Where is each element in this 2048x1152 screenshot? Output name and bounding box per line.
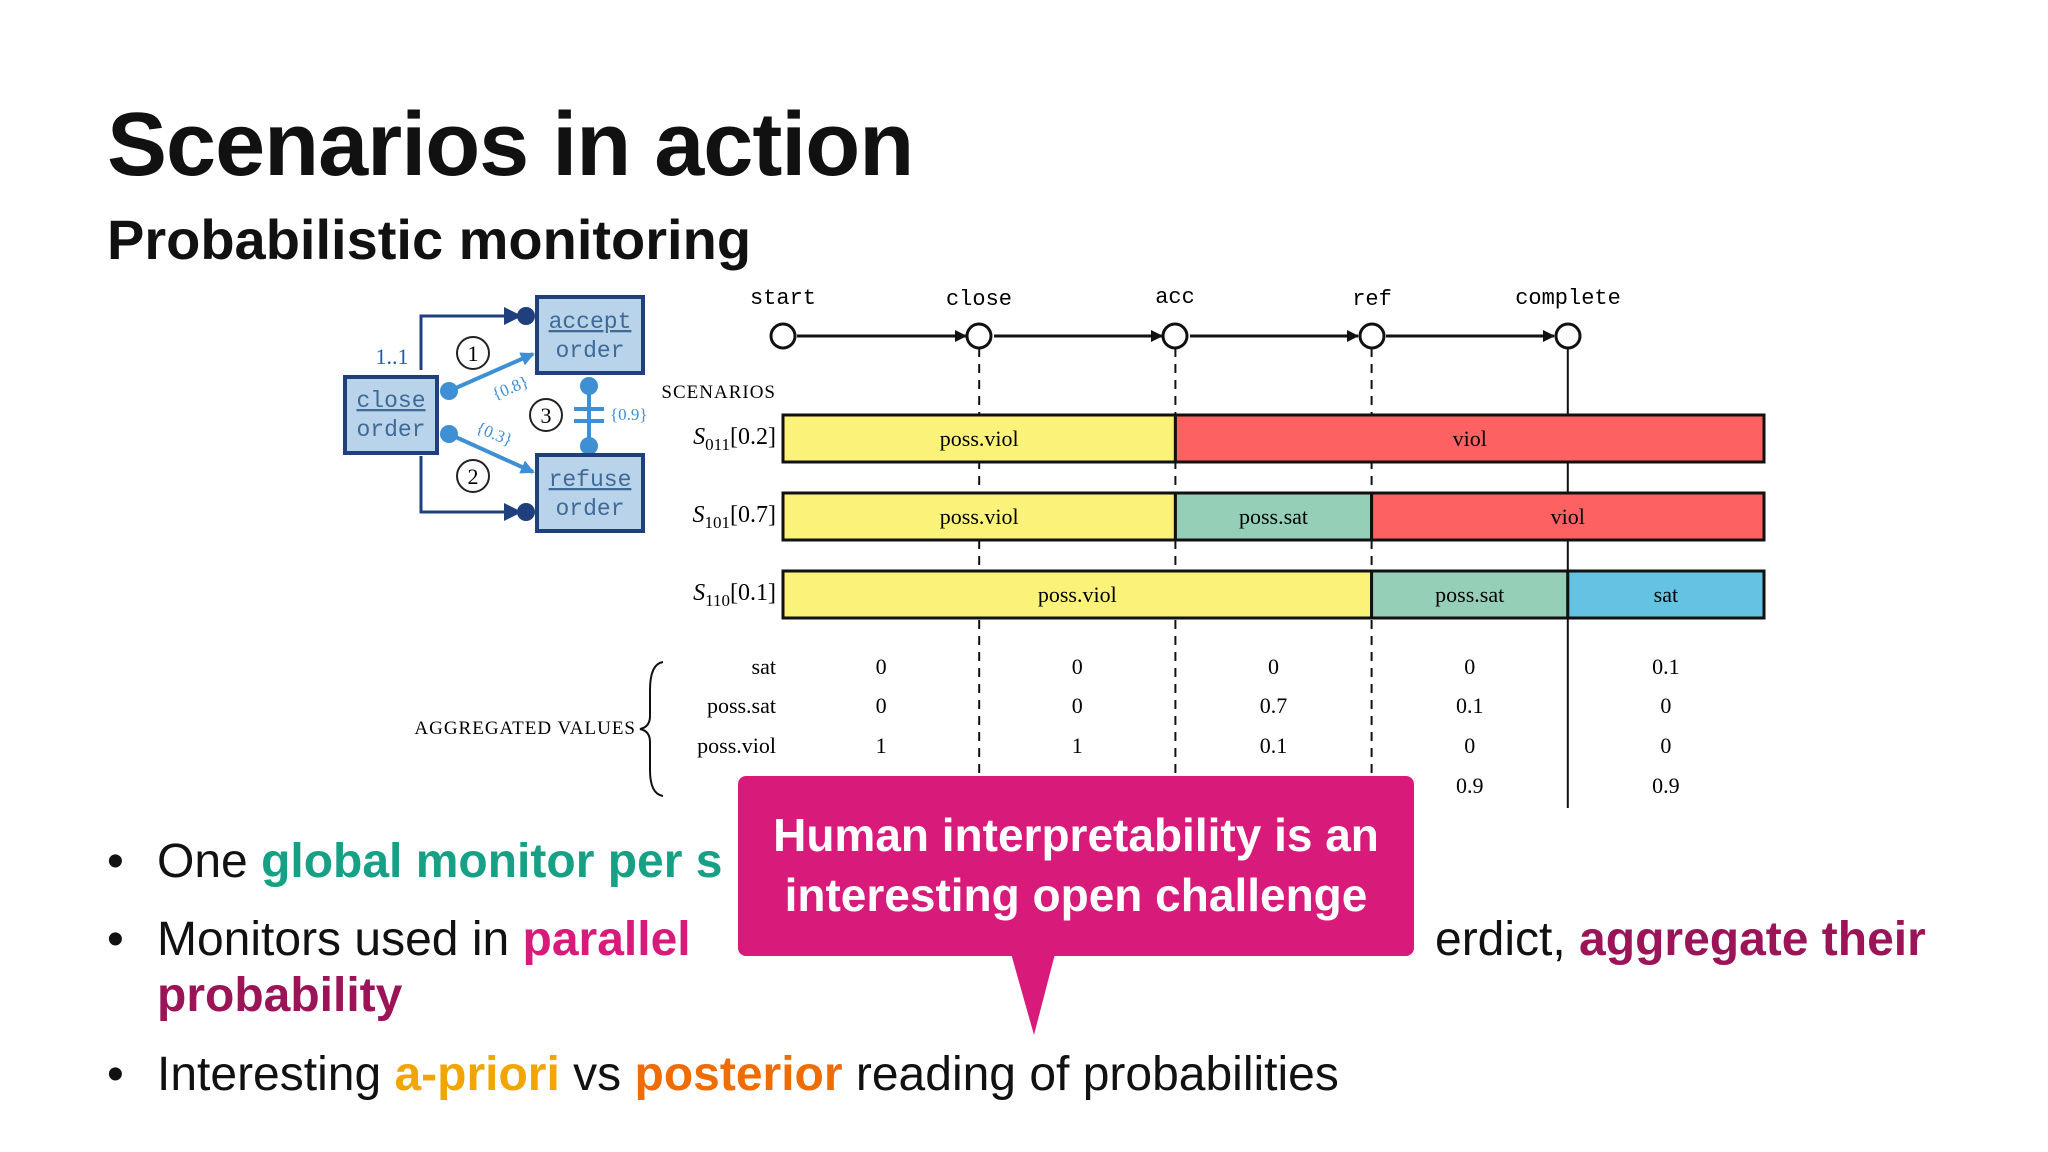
activity-close-order: close order <box>343 375 439 455</box>
aggregated-brace <box>639 661 664 797</box>
timeline: start close acc ref complete <box>750 285 1621 808</box>
process-model: close order accept order refuse order 1.… <box>343 295 648 533</box>
event-label-acc: acc <box>1155 285 1195 310</box>
scenario-label-s011: S011[0.2] <box>693 424 776 454</box>
event-node-close <box>965 322 993 350</box>
agg-value-r2-c4: 0 <box>1660 733 1671 758</box>
agg-value-r1-c2: 0.7 <box>1260 693 1288 718</box>
callout-line-2: interesting open challenge <box>784 869 1368 921</box>
event-node-acc <box>1161 322 1189 350</box>
scenario-label-s110: S110[0.1] <box>693 580 776 610</box>
scenario-0-segment-0-label: poss.viol <box>940 426 1019 451</box>
callout-box: Human interpretability is an interesting… <box>738 776 1414 956</box>
slide-title: Scenarios in action <box>107 95 914 195</box>
prob-label-refuse: {0.3} <box>474 418 516 450</box>
event-node-ref <box>1358 322 1386 350</box>
multiplicity-label: 1..1 <box>376 344 409 369</box>
scenario-2-segment-2 <box>1566 569 1766 620</box>
event-node-complete <box>1554 322 1582 350</box>
agg-row-label-poss-viol: poss.viol <box>697 733 776 758</box>
scenarios-label: SCENARIOS <box>661 382 776 403</box>
agg-value-r1-c4: 0 <box>1660 693 1671 718</box>
agg-value-r0-c4: 0.1 <box>1652 654 1680 679</box>
svg-text:1: 1 <box>468 341 479 366</box>
scenario-2-segment-0 <box>781 569 1374 620</box>
scenario-1-segment-1-label: poss.sat <box>1239 504 1308 529</box>
event-label-start: start <box>750 286 816 311</box>
constraint-marker-3: 3 <box>529 398 563 432</box>
scenario-0-segment-1-label: viol <box>1453 426 1487 451</box>
constraint-marker-1: 1 <box>456 336 490 370</box>
event-node-start <box>769 322 797 350</box>
aggregated-values: 0 0 0 0 0.1 0 0 0.7 0.1 0 1 1 0.1 0 0 0.9 0.9 <box>876 654 1680 798</box>
event-label-close: close <box>946 287 1012 312</box>
agg-value-r3-c3: 0.9 <box>1456 773 1484 798</box>
svg-text:refuse: refuse <box>549 467 632 493</box>
scenario-2-segment-1-label: poss.sat <box>1435 582 1504 607</box>
agg-value-r1-c0: 0 <box>876 693 887 718</box>
scenario-1-segment-2-label: viol <box>1551 504 1585 529</box>
scenario-0-segment-1 <box>1173 413 1766 464</box>
activity-refuse-order: refuse order <box>535 453 645 533</box>
activity-accept-order: accept order <box>535 295 645 375</box>
svg-text:order: order <box>555 496 624 522</box>
callout-tail <box>1010 950 1056 1035</box>
svg-text:order: order <box>356 417 425 443</box>
agg-row-label-poss-sat: poss.sat <box>707 693 776 718</box>
scenario-bars: poss.viol viol poss.viol poss.sat viol poss.v… <box>781 413 1766 620</box>
agg-value-r1-c1: 0 <box>1072 693 1083 718</box>
scenario-2-segment-1 <box>1370 569 1570 620</box>
scenario-1-segment-0-label: poss.viol <box>940 504 1019 529</box>
agg-value-r2-c1: 1 <box>1072 733 1083 758</box>
scenario-1-segment-2 <box>1370 491 1766 542</box>
event-label-ref: ref <box>1352 287 1392 312</box>
agg-value-r1-c3: 0.1 <box>1456 693 1484 718</box>
scenario-2-segment-2-label: sat <box>1654 582 1678 607</box>
svg-text:order: order <box>555 338 624 364</box>
svg-text:close: close <box>356 388 425 414</box>
agg-value-r2-c2: 0.1 <box>1260 733 1288 758</box>
agg-value-r2-c3: 0 <box>1464 733 1475 758</box>
constraint-marker-2: 2 <box>456 459 490 493</box>
scenario-1-segment-1 <box>1173 491 1374 542</box>
aggregated-values-label: AGGREGATED VALUES <box>414 718 636 739</box>
agg-value-r2-c0: 1 <box>876 733 887 758</box>
prob-label-notcoexist: {0.9} <box>610 405 648 424</box>
agg-value-r0-c3: 0 <box>1464 654 1475 679</box>
prob-label-accept: {0.8} <box>489 372 531 404</box>
svg-text:3: 3 <box>541 403 552 428</box>
svg-text:accept: accept <box>549 309 632 335</box>
scenario-label-s101: S101[0.7] <box>693 502 776 532</box>
agg-value-r0-c1: 0 <box>1072 654 1083 679</box>
agg-row-label-sat: sat <box>752 654 776 679</box>
agg-value-r0-c0: 0 <box>876 654 887 679</box>
slide-subtitle: Probabilistic monitoring <box>107 208 752 271</box>
agg-value-r0-c2: 0 <box>1268 654 1279 679</box>
event-label-complete: complete <box>1515 286 1621 311</box>
scenario-labels: S011[0.2] S101[0.7] S110[0.1] <box>693 424 776 610</box>
callout-line-1: Human interpretability is an <box>773 809 1379 862</box>
scenario-0-segment-0 <box>781 413 1177 464</box>
agg-value-r3-c4: 0.9 <box>1652 773 1680 798</box>
scenario-2-segment-0-label: poss.viol <box>1038 582 1117 607</box>
svg-text:2: 2 <box>468 464 479 489</box>
